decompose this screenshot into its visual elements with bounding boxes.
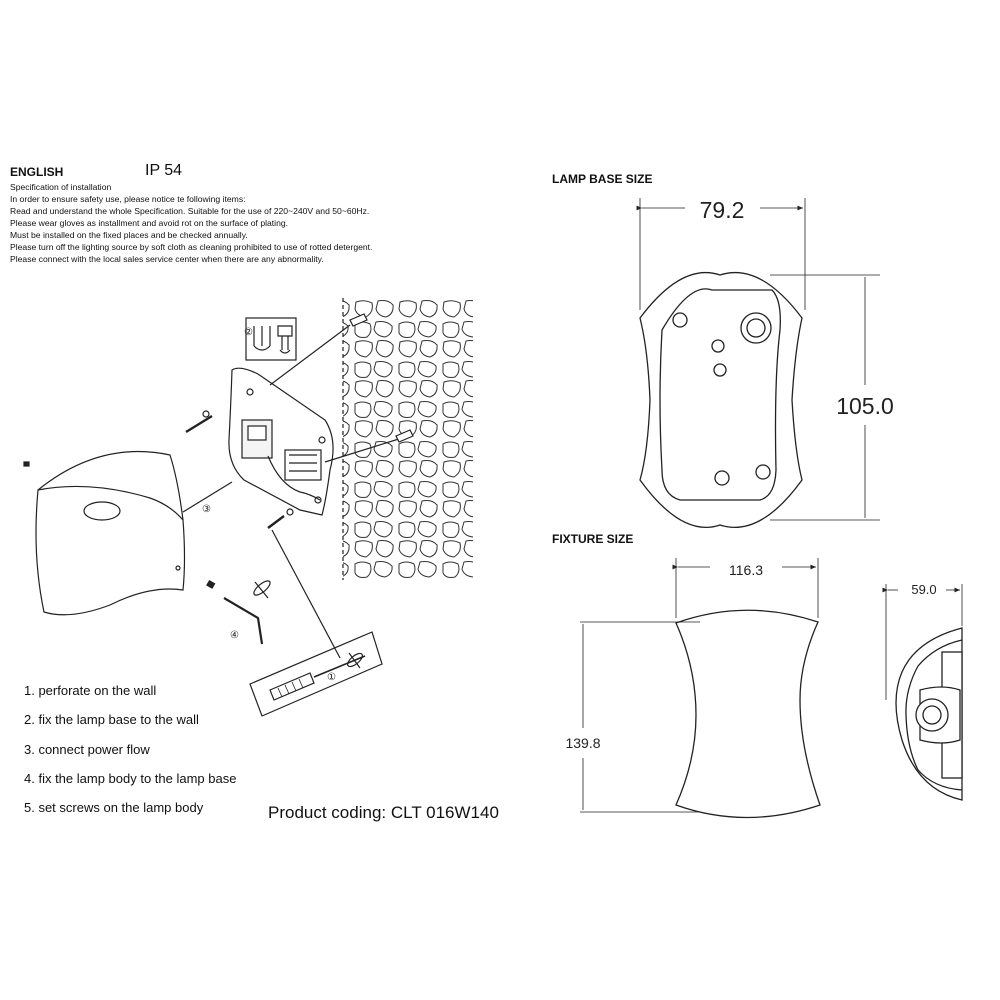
screw — [185, 414, 213, 434]
step-item: 5. set screws on the lamp body — [24, 800, 204, 816]
installation-instructions: Specification of installation In order t… — [10, 181, 530, 265]
step-marker: ② — [244, 327, 253, 338]
hex-key — [223, 597, 264, 645]
step-item: 4. fix the lamp body to the lamp base — [24, 770, 237, 786]
fixture-front-drawing — [580, 558, 821, 819]
step-marker: ④ — [230, 630, 239, 641]
screwdriver-box — [249, 631, 383, 717]
wall-plug — [395, 429, 414, 443]
lamp-body — [35, 450, 186, 616]
lamp-base-title: LAMP BASE SIZE — [552, 172, 653, 186]
installation-illustration — [23, 298, 473, 717]
step-item: 1. perforate on the wall — [24, 683, 157, 698]
step-marker: ③ — [202, 504, 211, 515]
installation-steps: 1. perforate on the wall 2. fix the lamp… — [24, 683, 236, 829]
cross-screw-icon — [253, 580, 271, 599]
fixture-title: FIXTURE SIZE — [552, 532, 634, 546]
instruction-line: Please turn off the lighting source by s… — [10, 242, 373, 252]
screw — [267, 515, 285, 529]
stone-wall — [343, 298, 473, 580]
step-marker: ① — [327, 672, 336, 683]
instruction-line: Please connect with the local sales serv… — [10, 254, 324, 264]
instruction-line: Must be installed on the fixed places an… — [10, 230, 248, 240]
language-label: ENGLISH — [10, 165, 64, 179]
fixture-height: 139.8 — [565, 735, 600, 751]
instruction-line: Read and understand the whole Specificat… — [10, 206, 370, 216]
lamp-base-drawing — [636, 198, 880, 529]
cross-screw-icon — [347, 652, 363, 669]
fixture-side-drawing — [882, 584, 963, 801]
fixture-depth: 59.0 — [911, 582, 936, 597]
step-item: 2. fix the lamp base to the wall — [24, 712, 199, 728]
instruction-line: Please wear gloves as installment and av… — [10, 218, 289, 228]
ip-rating: IP 54 — [145, 162, 183, 179]
fixture-width: 116.3 — [729, 562, 763, 578]
instruction-line: Specification of installation — [10, 182, 112, 192]
instruction-line: In order to ensure safety use, please no… — [10, 194, 246, 204]
wall-plug — [349, 313, 368, 327]
step-item: 3. connect power flow — [24, 741, 150, 757]
product-coding: Product coding: CLT 016W140 — [268, 803, 499, 822]
lamp-base-width: 79.2 — [700, 197, 745, 223]
lamp-base-height: 105.0 — [836, 393, 894, 419]
